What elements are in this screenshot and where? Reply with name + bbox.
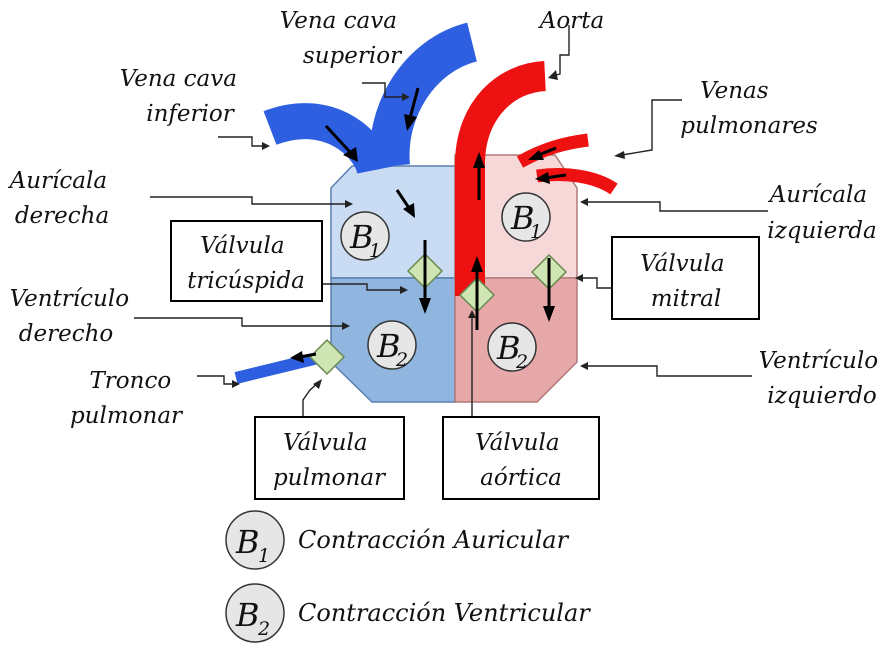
label-venas-pulmonares: Venas pulmonares [680,78,818,139]
label-aorta: Aorta [538,8,604,34]
vena-cava-inferior-vessel [270,121,375,170]
label-auricula-izquierda: Aurícala izquierda [767,182,876,244]
box-valvula-pulmonar: Válvula pulmonar [255,417,404,499]
legend-item-b2: B 2 Contracción Ventricular [226,584,591,642]
svg-text:Contracción Auricular: Contracción Auricular [298,526,570,554]
legend: B 1 Contracción Auricular B 2 Contracció… [226,511,591,642]
box-valvula-mitral: Válvula mitral [612,237,759,319]
svg-text:1: 1 [369,240,381,262]
label-vena-cava-superior: Vena cava superior [280,8,405,69]
svg-text:Contracción Ventricular: Contracción Ventricular [298,599,591,627]
svg-text:1: 1 [258,545,270,567]
svg-text:2: 2 [515,351,528,373]
svg-text:2: 2 [395,349,408,371]
svg-text:2: 2 [257,618,270,640]
box-valvula-aortica: Válvula aórtica [443,417,599,499]
box-valvula-tricuspida: Válvula tricúspida [171,221,322,301]
svg-text:B: B [235,596,260,634]
label-ventriculo-izquierdo: Ventrículo izquierdo [759,348,886,409]
label-auricula-derecha: Aurícala derecha [8,168,115,229]
legend-item-b1: B 1 Contracción Auricular [226,511,570,569]
svg-text:1: 1 [530,221,542,243]
label-vena-cava-inferior: Vena cava inferior [120,66,245,127]
label-tronco-pulmonar: Tronco pulmonar [70,368,184,429]
label-ventriculo-derecho: Ventrículo derecho [10,286,137,347]
svg-text:B: B [235,523,260,561]
tronco-pulmonar-vessel [236,357,322,378]
